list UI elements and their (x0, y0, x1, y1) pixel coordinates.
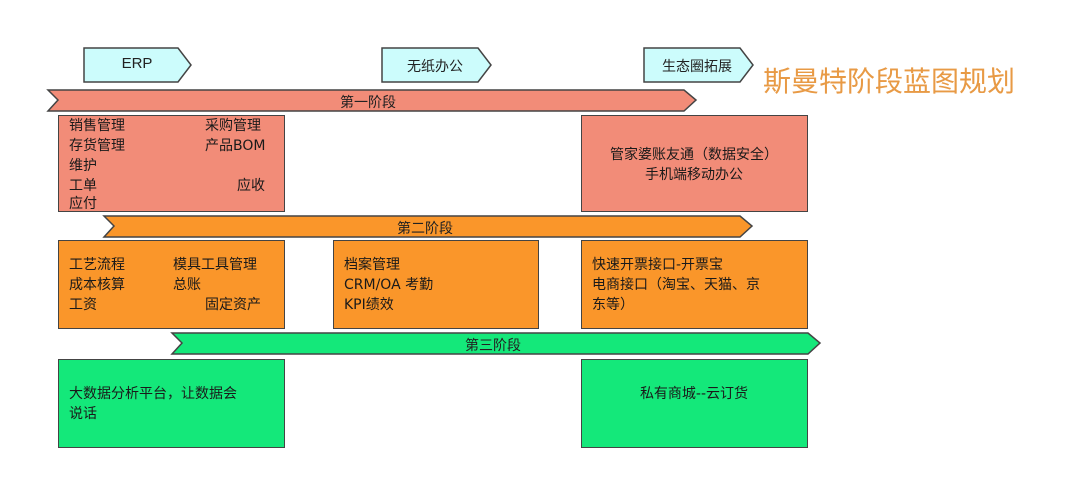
phase3-mall: 私有商城--云订货 (639, 386, 749, 402)
erp-item-purchase: 采购管理 (205, 118, 261, 134)
phase2-right-box: 快速开票接口-开票宝 电商接口（淘宝、天猫、京 东等） (581, 240, 808, 329)
phase1-arrow (46, 89, 698, 112)
phase3-arrow (170, 332, 822, 355)
phase2-item-archive: 档案管理 (344, 257, 400, 273)
phase3-right-box: 私有商城--云订货 (581, 359, 808, 448)
phase3-bigdata-line1: 大数据分析平台，让数据会 (69, 386, 237, 402)
phase2-arrow (102, 215, 754, 238)
milestone-arrow-erp (83, 47, 192, 83)
phase1-right-line1: 管家婆账友通（数据安全） (610, 147, 778, 163)
phase2-item-invoice: 快速开票接口-开票宝 (592, 257, 724, 273)
erp-item-maintenance: 维护 (69, 158, 97, 174)
erp-item-bom: 产品BOM (205, 138, 266, 154)
phase2-item-ledger: 总账 (173, 277, 201, 293)
erp-item-inventory: 存货管理 (69, 138, 125, 154)
erp-item-work-order: 工单 (69, 178, 97, 194)
milestone-erp-label: ERP (121, 55, 153, 72)
erp-item-sales: 销售管理 (69, 118, 125, 134)
phase2-item-kpi: KPI绩效 (344, 297, 394, 313)
erp-item-payable: 应付 (69, 196, 97, 212)
milestone-ecosystem-label: 生态圈拓展 (662, 59, 732, 75)
phase2-label: 第二阶段 (397, 221, 453, 237)
milestone-arrow-paperless (381, 47, 492, 83)
phase3-left-box: 大数据分析平台，让数据会 说话 (58, 359, 285, 448)
phase3-bigdata-line2: 说话 (69, 406, 97, 422)
erp-item-receivable: 应收 (237, 178, 265, 194)
phase2-item-payroll: 工资 (69, 297, 97, 313)
phase2-item-crm-oa: CRM/OA 考勤 (344, 277, 434, 293)
phase2-middle-box: 档案管理 CRM/OA 考勤 KPI绩效 (333, 240, 539, 329)
phase2-item-assets: 固定资产 (205, 297, 261, 313)
phase3-label: 第三阶段 (465, 338, 521, 354)
phase2-item-costing: 成本核算 (69, 277, 125, 293)
phase2-item-process: 工艺流程 (69, 257, 125, 273)
phase2-item-ecommerce-cont: 东等） (592, 297, 634, 313)
phase1-label: 第一阶段 (340, 95, 396, 111)
phase2-item-ecommerce: 电商接口（淘宝、天猫、京 (592, 277, 760, 293)
milestone-arrow-ecosystem (643, 47, 754, 83)
phase2-item-tooling: 模具工具管理 (173, 257, 257, 273)
page-title: 斯曼特阶段蓝图规划 (763, 65, 1016, 98)
phase1-right-line2: 手机端移动办公 (645, 167, 743, 183)
phase2-left-box: 工艺流程 模具工具管理 成本核算 总账 工资 固定资产 (58, 240, 285, 329)
milestone-paperless-label: 无纸办公 (407, 59, 463, 75)
phase1-right-box: 管家婆账友通（数据安全） 手机端移动办公 (581, 115, 808, 212)
phase1-erp-box: 销售管理 采购管理 存货管理 产品BOM 维护 工单 应收 应付 (58, 115, 285, 212)
